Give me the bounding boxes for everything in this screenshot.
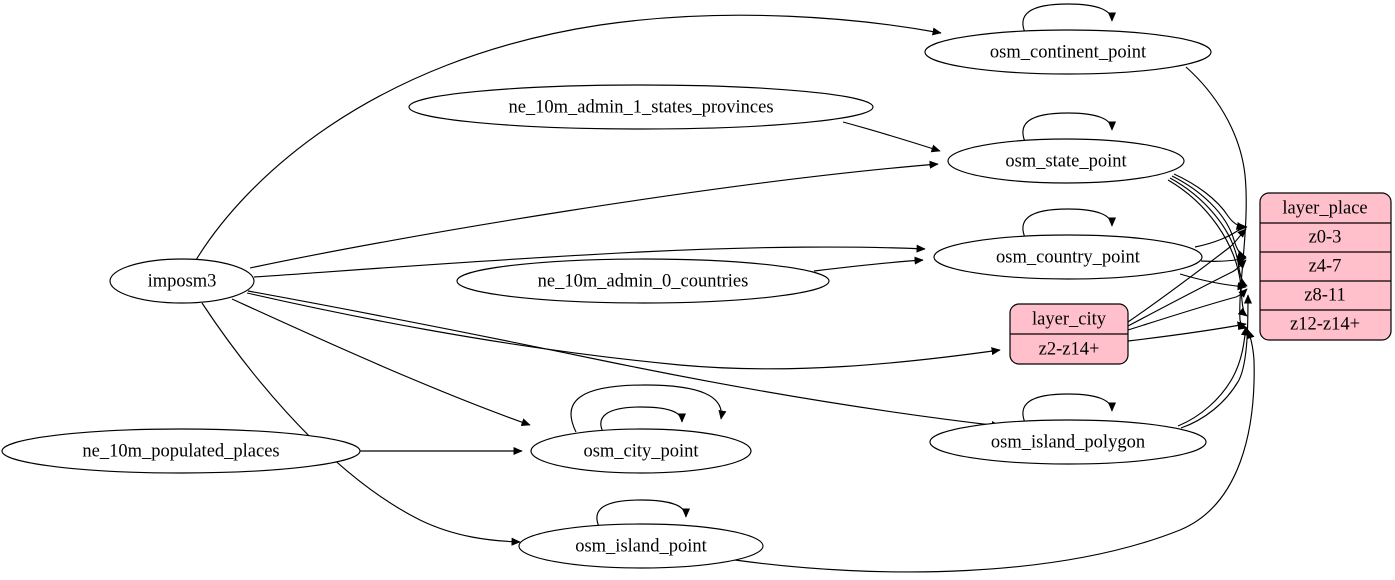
- edges-layer: [195, 3, 1255, 573]
- node-shape-osm-country-point: [933, 234, 1203, 280]
- edge-osm-island-polygon-to-layer-place-z12: [1177, 326, 1250, 427]
- edge-layer-city-to-layer-place-z4: [1127, 259, 1247, 327]
- node-shape-osm-continent-point: [924, 29, 1212, 75]
- node-osm-island-point[interactable]: osm_island_point: [518, 523, 764, 569]
- record-row-layer-place-z12-z14[interactable]: z12-z14+: [1290, 314, 1360, 334]
- edge-layer-city-to-layer-place-z0: [1127, 228, 1247, 323]
- edge-self-loop-osm-city-point-inner: [600, 406, 687, 435]
- node-label-osm-country-point: osm_country_point: [996, 247, 1141, 267]
- edge-self-loop-osm-island-point: [596, 499, 691, 530]
- node-label-osm-island-polygon: osm_island_polygon: [991, 432, 1145, 452]
- nodes-layer: imposm3 ne_10m_admin_1_states_provinces …: [1, 29, 1212, 569]
- record-row-layer-place-z0-3[interactable]: z0-3: [1309, 227, 1342, 247]
- node-shape-ne-countries: [456, 258, 830, 304]
- edge-self-loop-osm-island-polygon: [1022, 393, 1117, 426]
- node-layer-city[interactable]: layer_city z2-z14+: [1009, 303, 1129, 365]
- edge-imposm3-to-osm-state-point: [249, 160, 939, 269]
- record-row-layer-city-z2-z14[interactable]: z2-z14+: [1039, 339, 1100, 359]
- node-osm-island-polygon[interactable]: osm_island_polygon: [929, 419, 1207, 465]
- node-shape-ne-states: [408, 84, 874, 130]
- node-label-ne-populated: ne_10m_populated_places: [82, 441, 279, 461]
- node-label-imposm3: imposm3: [148, 271, 217, 291]
- edge-imposm3-to-osm-island-point: [201, 302, 521, 546]
- record-nodes-layer: layer_city z2-z14+ layer_place z0-3 z4-7…: [1009, 192, 1392, 365]
- record-row-layer-place-header[interactable]: layer_place: [1282, 198, 1367, 218]
- edge-self-loop-osm-country-point: [1022, 208, 1117, 241]
- node-shape-ne-populated: [1, 428, 361, 474]
- node-label-ne-states: ne_10m_admin_1_states_provinces: [508, 97, 773, 117]
- record-box-layer-place: [1259, 192, 1392, 341]
- edge-osm-island-polygon-to-layer-place-z8: [1180, 294, 1253, 429]
- node-ne-10m-admin-1-states-provinces[interactable]: ne_10m_admin_1_states_provinces: [408, 84, 874, 130]
- node-imposm3[interactable]: imposm3: [109, 258, 255, 304]
- edge-osm-state-point-to-layer-place-z12: [1167, 179, 1248, 317]
- node-label-osm-state-point: osm_state_point: [1005, 151, 1127, 171]
- edge-imposm3-to-osm-island-polygon: [247, 290, 1001, 430]
- edge-osm-country-point-to-layer-place-z4: [1200, 256, 1247, 264]
- node-layer-place[interactable]: layer_place z0-3 z4-7 z8-11 z12-z14+: [1259, 192, 1392, 341]
- edge-imposm3-to-osm-city-point: [231, 298, 531, 427]
- edge-imposm3-to-layer-city: [246, 292, 1001, 370]
- edge-self-loop-osm-city-point-outer: [570, 384, 727, 433]
- node-osm-continent-point[interactable]: osm_continent_point: [924, 29, 1212, 75]
- edge-osm-state-point-to-layer-place-z4: [1171, 175, 1247, 259]
- node-shape-osm-city-point: [530, 428, 752, 474]
- node-shape-imposm3: [109, 258, 255, 304]
- record-row-layer-place-z4-7[interactable]: z4-7: [1309, 256, 1342, 276]
- node-shape-osm-island-point: [518, 523, 764, 569]
- node-label-ne-countries: ne_10m_admin_0_countries: [538, 271, 749, 291]
- edge-self-loop-osm-state-point: [1022, 112, 1117, 145]
- node-ne-10m-admin-0-countries[interactable]: ne_10m_admin_0_countries: [456, 258, 830, 304]
- edge-osm-island-point-to-layer-place-z12: [734, 329, 1255, 573]
- node-label-osm-city-point: osm_city_point: [583, 441, 699, 461]
- node-label-osm-island-point: osm_island_point: [575, 536, 707, 556]
- edge-imposm3-to-osm-country-point: [253, 244, 926, 278]
- record-row-layer-place-z8-11[interactable]: z8-11: [1304, 285, 1345, 305]
- edge-layer-city-to-layer-place-z8: [1127, 288, 1248, 331]
- edge-ne-countries-to-osm-country-point: [813, 256, 924, 272]
- edge-layer-city-to-layer-place-z12: [1127, 321, 1247, 342]
- node-osm-country-point[interactable]: osm_country_point: [933, 234, 1203, 280]
- node-shape-osm-state-point: [947, 138, 1185, 184]
- node-osm-state-point[interactable]: osm_state_point: [947, 138, 1185, 184]
- node-shape-osm-island-polygon: [929, 419, 1207, 465]
- edge-osm-state-point-to-layer-place-z0: [1173, 173, 1246, 230]
- edge-self-loop-osm-continent-point: [1022, 3, 1117, 36]
- node-osm-city-point[interactable]: osm_city_point: [530, 428, 752, 474]
- edge-ne-states-to-osm-state-point: [842, 121, 941, 153]
- record-row-layer-city-header[interactable]: layer_city: [1032, 309, 1107, 329]
- node-ne-10m-populated-places[interactable]: ne_10m_populated_places: [1, 428, 361, 474]
- edge-osm-continent-point-to-layer-place-z12: [1185, 66, 1248, 330]
- edge-imposm3-to-osm-continent-point: [195, 14, 942, 261]
- node-label-osm-continent-point: osm_continent_point: [990, 42, 1147, 62]
- edge-osm-country-point-to-layer-place-z8: [1179, 273, 1247, 291]
